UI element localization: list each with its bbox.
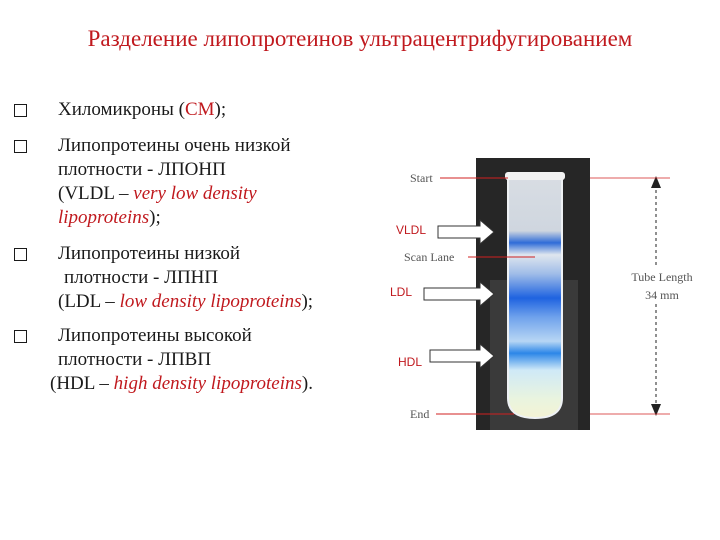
ultracentrifuge-tube-figure: Start Scan Lane End VLDL LDL HDL <box>390 150 710 440</box>
tube-length-dimension <box>590 176 702 416</box>
list-item-line: (HDL – high density lipoproteins). <box>50 372 404 396</box>
vldl-arrow <box>437 218 495 246</box>
list-text-segment: Хиломикроны ( <box>58 99 185 120</box>
list-item-line: Липопротеины высокой <box>58 324 404 348</box>
list-item-line: плотности - ЛПОНП <box>58 158 404 182</box>
list-text-segment: ); <box>301 291 314 312</box>
list-item-line: плотности - ЛПВП <box>58 348 404 372</box>
list-text-segment: СМ <box>184 99 215 120</box>
list-text-segment: low density lipoproteins <box>119 291 302 312</box>
checkbox-bullet-icon <box>14 104 27 117</box>
list-text-segment: (HDL – <box>50 373 114 394</box>
hdl-arrow <box>429 342 495 370</box>
list-item: Липопротеины очень низкой плотности - ЛПО… <box>14 134 404 230</box>
list-item-line: (VLDL – very low density <box>58 182 404 206</box>
ldl-label: LDL <box>390 285 412 299</box>
end-label: End <box>410 407 429 421</box>
list-text-segment: (LDL – <box>58 291 120 312</box>
list-text-segment: ). <box>301 373 313 394</box>
tube-rim <box>505 172 565 180</box>
page-title: Разделение липопротеинов ультрацентрифуг… <box>87 26 633 51</box>
lipoprotein-list: Хиломикроны (СМ);Липопротеины очень низк… <box>14 98 404 396</box>
list-item-line: плотности - ЛПНП <box>64 266 404 290</box>
list-text-segment: lipoproteins <box>58 207 150 228</box>
centrifuge-tube <box>507 177 563 420</box>
list-text-segment: плотности - ЛПОНП <box>58 159 226 180</box>
vldl-label: VLDL <box>396 223 426 237</box>
list-text-segment: ); <box>214 99 227 120</box>
list-item-line: (LDL – low density lipoproteins); <box>58 290 404 314</box>
list-text-segment: Липопротеины очень низкой <box>58 135 291 156</box>
list-text-segment: very low density <box>133 183 257 204</box>
checkbox-bullet-icon <box>14 140 27 153</box>
checkbox-bullet-icon <box>14 330 27 343</box>
ldl-arrow <box>423 280 495 308</box>
checkbox-bullet-icon <box>14 248 27 261</box>
start-label: Start <box>410 171 433 185</box>
tube-diagram: Start Scan Lane End VLDL LDL HDL <box>390 158 702 430</box>
hdl-label: HDL <box>398 355 422 369</box>
list-text-segment: Липопротеины высокой <box>58 325 252 346</box>
list-item-line: Липопротеины очень низкой <box>58 134 404 158</box>
list-item-line: Липопротеины низкой <box>58 242 404 266</box>
list-text-segment: плотности - ЛПНП <box>64 267 219 288</box>
tube-length-label: Tube Length <box>631 270 692 284</box>
list-text-segment: Липопротеины низкой <box>58 243 241 264</box>
list-item-line: lipoproteins); <box>58 206 404 230</box>
list-text-segment: (VLDL – <box>58 183 134 204</box>
list-text-segment: ); <box>149 207 161 228</box>
list-item: Хиломикроны (СМ); <box>14 98 404 122</box>
tube-length-value: 34 mm <box>645 288 679 302</box>
list-item-line: Хиломикроны (СМ); <box>58 98 404 122</box>
list-text-segment: плотности - ЛПВП <box>58 349 212 370</box>
list-text-segment: high density lipoproteins <box>113 373 302 394</box>
scan-lane-label: Scan Lane <box>404 250 454 264</box>
